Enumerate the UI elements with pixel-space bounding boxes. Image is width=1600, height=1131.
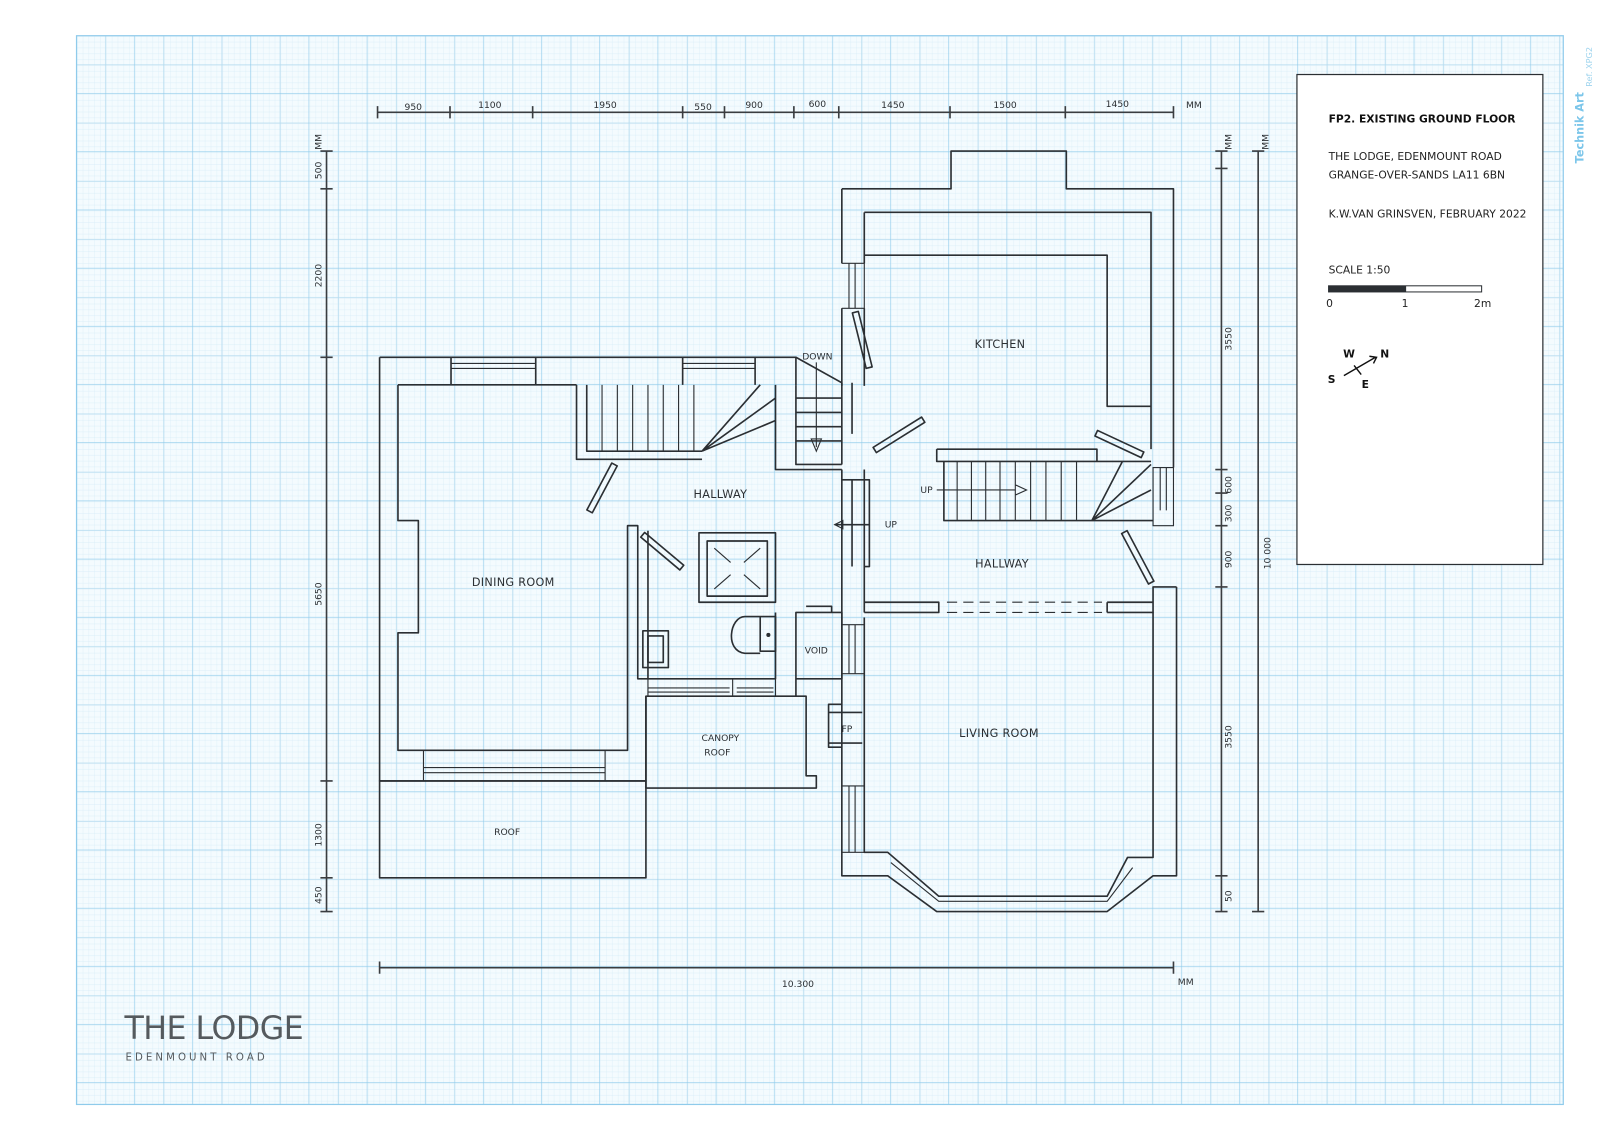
dim-label: 600 [1224,476,1235,494]
dim-label: 5650 [313,582,324,606]
door-leaf [1120,529,1155,585]
void [795,605,843,697]
roof [378,780,647,879]
dim-label: 600 [809,99,827,110]
scale-tick-label: 0 [1326,297,1333,310]
logo-name: THE LODGE [123,1011,303,1047]
dim-label: 900 [745,100,763,111]
compass-icon: S W N E [1328,347,1389,391]
title-block: FP2. EXISTING GROUND FLOOR THE LODGE, ED… [1296,73,1544,566]
dimension-bottom: 10.300 MM [378,961,1194,990]
scale-label: SCALE 1:50 [1329,264,1391,277]
door-leaf [851,310,873,370]
toilet [730,615,777,655]
dim-label: 300 [1224,505,1235,523]
watermark: Technik Art Ref. XPG2 [1574,47,1594,163]
room-hallway: HALLWAY [693,488,747,501]
dim-label: 3550 [1224,327,1235,351]
compass-e: E [1362,378,1369,391]
dimension-right: MM 3550 600 300 900 3550 50 MM 10 000 [1215,134,1273,913]
stair-up-label: UP [885,520,898,531]
dining-window-top [451,362,756,370]
room-roof: ROOF [494,827,520,838]
stair-down-label: DOWN [802,351,832,362]
room-hallway: HALLWAY [975,558,1029,571]
dim-label: 1500 [993,100,1017,111]
wc-walls [627,524,777,680]
dim-label: 550 [694,102,712,113]
dim-unit: MM [1186,100,1202,111]
door-leaf [639,531,685,571]
central-wall [834,469,871,613]
room-kitchen: KITCHEN [975,338,1026,351]
dim-label: 450 [313,886,324,904]
stair-left [575,384,842,471]
dimension-left: MM 500 2200 5650 1300 450 [313,134,333,913]
dim-label: 1450 [1106,99,1130,110]
watermark-ref: Ref. XPG2 [1584,47,1594,87]
address-line-2: GRANGE-OVER-SANDS LA11 6BN [1329,169,1505,182]
author-date: K.W.VAN GRINSVEN, FEBRUARY 2022 [1329,207,1527,220]
room-canopy: CANOPY [702,733,740,744]
compass-n: N [1380,347,1389,360]
door-leaf [1094,429,1145,459]
door-leaf [872,416,926,454]
dim-label: 3550 [1224,725,1235,749]
dimension-top: 950 1100 1950 550 900 600 1450 1500 1450… [376,99,1202,119]
stair-up-right [935,448,1154,522]
dim-label: 500 [313,162,324,180]
door-leaf [586,462,619,514]
room-living: LIVING ROOM [959,727,1039,740]
stair-up-label: UP [920,485,933,496]
address-line-1: THE LODGE, EDENMOUNT ROAD [1328,150,1502,163]
kitchen-walls [841,150,1175,468]
hallway-partition [864,586,1177,614]
dim-label: 950 [405,102,423,113]
dim-unit: MM [313,134,324,150]
dim-label: 1950 [593,100,617,111]
dim-label: 1450 [881,100,905,111]
logo-subtitle: EDENMOUNT ROAD [126,1053,268,1064]
scale-tick-label: 2m [1474,297,1491,310]
dim-unit: MM [1224,134,1235,150]
logo: THE LODGE EDENMOUNT ROAD [123,1011,303,1063]
dim-label: 2200 [313,264,324,288]
drawing-title: FP2. EXISTING GROUND FLOOR [1329,112,1517,125]
room-labels: KITCHEN HALLWAY HALLWAY DINING ROOM LIVI… [472,338,1039,838]
living-room-walls [841,586,1178,913]
dim-label: 1300 [313,823,324,847]
watermark-brand: Technik Art [1574,91,1587,163]
dim-label: 1100 [478,100,502,111]
compass-s: S [1328,373,1336,386]
dim-label: 50 [1224,890,1235,902]
room-fireplace: FP [842,724,853,735]
room-dining: DINING ROOM [472,576,555,589]
scale-tick-label: 1 [1402,297,1409,310]
stair-down [795,356,853,466]
room-canopy: ROOF [704,747,730,758]
dim-label: 900 [1224,550,1235,568]
dim-unit: MM [1260,134,1271,150]
room-void: VOID [805,645,828,656]
dining-window-bottom [422,750,606,781]
compass-w: W [1343,347,1355,360]
floor-plan [378,150,1178,913]
fireplace [827,703,863,749]
dim-total-right: 10 000 [1262,537,1273,569]
scale-bar: 0 1 2m [1326,285,1491,310]
dim-unit: MM [1178,977,1194,988]
dim-total-bottom: 10.300 [782,979,814,990]
